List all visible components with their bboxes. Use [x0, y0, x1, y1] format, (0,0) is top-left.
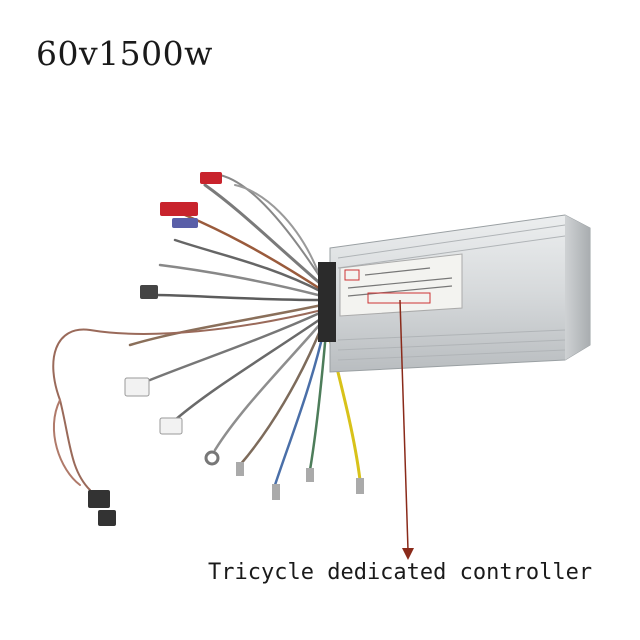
product-title: 60v1500w: [36, 34, 213, 73]
connectors: [88, 172, 364, 526]
wire-harness: [52, 174, 362, 491]
pointer-arrow: [399, 299, 414, 560]
controller-housing: [318, 214, 591, 373]
product-caption: Tricycle dedicated controller: [208, 560, 593, 585]
